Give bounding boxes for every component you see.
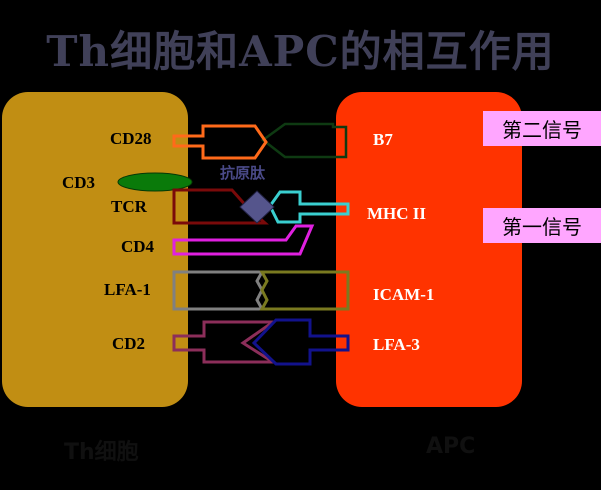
- icam1-molecule: [259, 270, 350, 311]
- apc-cell-caption: APC: [426, 434, 476, 459]
- th-cell-body: [2, 92, 188, 407]
- cd2-molecule: [172, 320, 279, 364]
- second-signal-box: 第二信号: [483, 111, 601, 146]
- first-signal-box: 第一信号: [483, 208, 601, 243]
- cd4-molecule: [172, 224, 315, 256]
- cd3-molecule: [117, 172, 193, 192]
- lfa3-molecule: [251, 318, 350, 366]
- cd4-label: CD4: [121, 237, 155, 256]
- lfa1-molecule: [172, 270, 265, 311]
- icam1-label: ICAM-1: [373, 285, 435, 304]
- mhc2-molecule: [268, 190, 350, 224]
- b7-molecule: [260, 122, 348, 159]
- cd2-label: CD2: [112, 334, 146, 353]
- lfa3-label: LFA-3: [373, 335, 420, 354]
- mhc2-label: MHC II: [367, 204, 427, 223]
- cd28-molecule: [172, 124, 268, 160]
- antigen-peptide: [239, 190, 275, 224]
- th-cell-caption: Th细胞: [64, 440, 139, 465]
- lfa1-label: LFA-1: [104, 280, 151, 299]
- tcr-label: TCR: [111, 197, 147, 216]
- page-title: Th细胞和APC的相互作用: [46, 27, 555, 76]
- b7-label: B7: [373, 130, 393, 149]
- cd3-label: CD3: [62, 173, 96, 192]
- antigen-peptide-label: 抗原肽: [220, 164, 266, 182]
- cd28-label: CD28: [110, 129, 152, 148]
